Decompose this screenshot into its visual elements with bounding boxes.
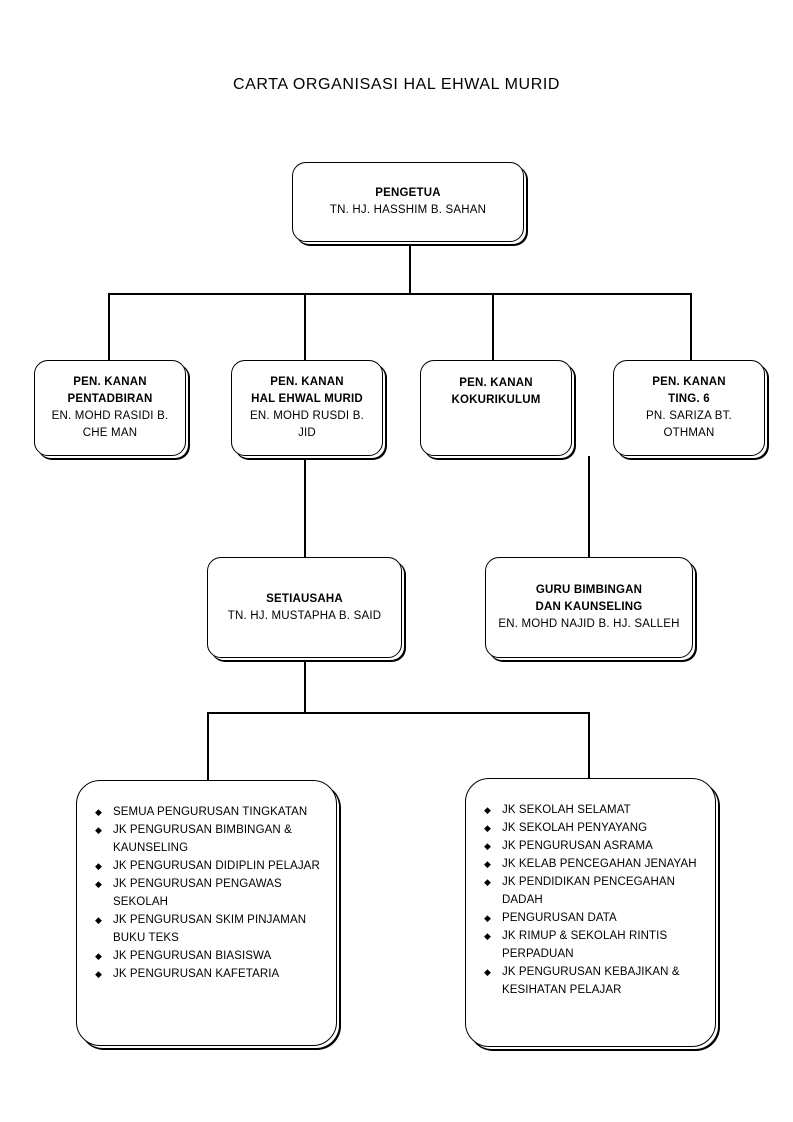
list-item: ◆ JK PENGURUSAN KEBAJIKAN & KESIHATAN PEL… (482, 963, 701, 999)
list-item: ◆ JK PENGURUSAN SKIM PINJAMAN BUKU TEKS (93, 911, 322, 947)
diamond-bullet-icon: ◆ (484, 967, 492, 977)
list-box-setiausaha-committees[interactable]: ◆ SEMUA PENGURUSAN TINGKATAN ◆ JK PENGURUSA… (76, 780, 337, 1046)
diamond-bullet-icon: ◆ (484, 805, 492, 815)
diamond-bullet-icon: ◆ (95, 861, 103, 871)
list-box-bimbingan-committees[interactable]: ◆ JK SEKOLAH SELAMAT ◆ JK SEKOLAH PENYAYANG… (465, 778, 716, 1047)
list-item: ◆ JK RIMUP & SEKOLAH RINTIS PERPADUAN (482, 927, 701, 963)
node-pengetua-role: PENGETUA (375, 187, 441, 199)
list-item: ◆ JK KELAB PENCEGAHAN JENAYAH (482, 855, 701, 873)
node-hal-ehwal-person: EN. MOHD RUSDI B. JID (250, 410, 364, 439)
list-item-label: JK PENGURUSAN PENGAWAS SEKOLAH (113, 878, 282, 908)
list-item-label: JK SEKOLAH SELAMAT (502, 804, 631, 816)
list-item-label: JK PENGURUSAN ASRAMA (502, 840, 653, 852)
node-pentadbiran-role: PEN. KANAN PENTADBIRAN (67, 376, 153, 405)
node-pen-kanan-kokurikulum[interactable]: PEN. KANAN KOKURIKULUM (420, 360, 572, 456)
diamond-bullet-icon: ◆ (95, 969, 103, 979)
connector-drop-kokurikulum (492, 293, 494, 361)
list-item: ◆ PENGURUSAN DATA (482, 909, 701, 927)
diamond-bullet-icon: ◆ (484, 877, 492, 887)
diamond-bullet-icon: ◆ (484, 841, 492, 851)
node-bimbingan-role: GURU BIMBINGAN DAN KAUNSELING (535, 584, 643, 613)
connector-drop-left-list (207, 712, 209, 782)
node-pengetua[interactable]: PENGETUA TN. HJ. HASSHIM B. SAHAN (292, 162, 524, 242)
list-item-label: JK PENDIDIKAN PENCEGAHAN DADAH (502, 876, 676, 906)
connector-pengetua-down (409, 242, 411, 295)
list-item: ◆ JK SEKOLAH SELAMAT (482, 801, 701, 819)
list-item-label: JK PENGURUSAN SKIM PINJAMAN BUKU TEKS (113, 914, 307, 944)
list-item: ◆ JK PENDIDIKAN PENCEGAHAN DADAH (482, 873, 701, 909)
list-item-label: JK SEKOLAH PENYAYANG (502, 822, 648, 834)
page-title: CARTA ORGANISASI HAL EHWAL MURID (232, 76, 561, 93)
list-item: ◆ JK PENGURUSAN BIMBINGAN & KAUNSELING (93, 821, 322, 857)
list-item-label: JK PENGURUSAN BIMBINGAN & KAUNSELING (113, 824, 292, 854)
list-item: ◆ SEMUA PENGURUSAN TINGKATAN (93, 803, 322, 821)
list-item-label: JK PENGURUSAN KEBAJIKAN & KESIHATAN PELA… (502, 966, 680, 996)
diamond-bullet-icon: ◆ (95, 951, 103, 961)
node-bimbingan-person: EN. MOHD NAJID B. HJ. SALLEH (498, 618, 680, 630)
diamond-bullet-icon: ◆ (484, 823, 492, 833)
node-setiausaha[interactable]: SETIAUSAHA TN. HJ. MUSTAPHA B. SAID (207, 557, 402, 658)
list-item-label: JK PENGURUSAN KAFETARIA (113, 968, 280, 980)
list-item: ◆ JK PENGURUSAN KAFETARIA (93, 965, 322, 983)
connector-setiausaha-down (304, 658, 306, 714)
node-ting6-person: PN. SARIZA BT. OTHMAN (646, 410, 732, 439)
list-item: ◆ JK SEKOLAH PENYAYANG (482, 819, 701, 837)
node-pentadbiran-person: EN. MOHD RASIDI B. CHE MAN (51, 410, 169, 439)
list-item-label: JK PENGURUSAN DIDIPLIN PELAJAR (113, 860, 320, 872)
diamond-bullet-icon: ◆ (95, 825, 103, 835)
diamond-bullet-icon: ◆ (484, 931, 492, 941)
node-kokurikulum-role: PEN. KANAN KOKURIKULUM (451, 377, 541, 406)
list-item: ◆ JK PENGURUSAN ASRAMA (482, 837, 701, 855)
node-setiausaha-role: SETIAUSAHA (266, 592, 343, 605)
list-item: ◆ JK PENGURUSAN DIDIPLIN PELAJAR (93, 857, 322, 875)
list-item-label: SEMUA PENGURUSAN TINGKATAN (113, 806, 308, 818)
list-item-label: PENGURUSAN DATA (502, 912, 617, 924)
connector-lists-bus (207, 712, 590, 714)
list-item-label: JK PENGURUSAN BIASISWA (113, 950, 272, 962)
connector-drop-pentadbiran (108, 293, 110, 361)
committee-list-right: ◆ JK SEKOLAH SELAMAT ◆ JK SEKOLAH PENYAYANG… (482, 801, 701, 999)
connector-drop-ting6 (690, 293, 692, 361)
node-pen-kanan-pentadbiran[interactable]: PEN. KANAN PENTADBIRAN EN. MOHD RASIDI B… (34, 360, 186, 456)
diamond-bullet-icon: ◆ (484, 859, 492, 869)
connector-level2-bus (108, 293, 692, 295)
diamond-bullet-icon: ◆ (95, 879, 103, 889)
connector-hal-ehwal-to-setiausaha (304, 456, 306, 558)
node-pengetua-person: TN. HJ. HASSHIM B. SAHAN (329, 204, 487, 216)
list-item-label: JK KELAB PENCEGAHAN JENAYAH (502, 858, 697, 870)
connector-to-bimbingan (588, 456, 590, 558)
node-hal-ehwal-role: PEN. KANAN HAL EHWAL MURID (251, 376, 363, 405)
connector-drop-hal-ehwal (304, 293, 306, 361)
list-item: ◆ JK PENGURUSAN PENGAWAS SEKOLAH (93, 875, 322, 911)
list-item-label: JK RIMUP & SEKOLAH RINTIS PERPADUAN (502, 930, 668, 960)
node-ting6-role: PEN. KANAN TING. 6 (652, 376, 726, 405)
diamond-bullet-icon: ◆ (95, 807, 103, 817)
node-guru-bimbingan-dan-kaunseling[interactable]: GURU BIMBINGAN DAN KAUNSELING EN. MOHD N… (485, 557, 693, 658)
node-pen-kanan-hal-ehwal-murid[interactable]: PEN. KANAN HAL EHWAL MURID EN. MOHD RUSD… (231, 360, 383, 456)
node-pen-kanan-ting-6[interactable]: PEN. KANAN TING. 6 PN. SARIZA BT. OTHMAN (613, 360, 765, 456)
node-setiausaha-person: TN. HJ. MUSTAPHA B. SAID (227, 609, 382, 622)
list-item: ◆ JK PENGURUSAN BIASISWA (93, 947, 322, 965)
committee-list-left: ◆ SEMUA PENGURUSAN TINGKATAN ◆ JK PENGURUSA… (93, 803, 322, 983)
connector-drop-right-list (588, 712, 590, 782)
diamond-bullet-icon: ◆ (484, 913, 492, 923)
diamond-bullet-icon: ◆ (95, 915, 103, 925)
